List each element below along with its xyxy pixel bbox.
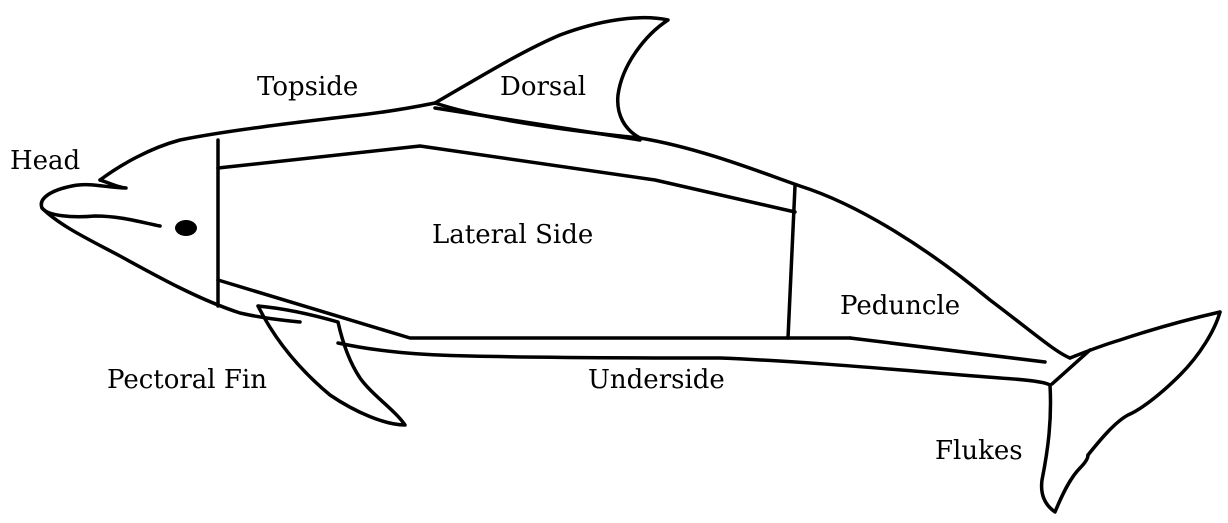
dorsal-label: Dorsal: [500, 74, 586, 100]
pectoral-fin-label: Pectoral Fin: [107, 367, 267, 393]
upper-fluke-outline: [1088, 312, 1220, 455]
dorsal-base-divider-line: [435, 108, 640, 140]
underside-label: Underside: [588, 367, 725, 393]
peduncle-divider-line: [788, 186, 795, 338]
peduncle-label: Peduncle: [840, 293, 960, 319]
lower-fluke-outline: [1042, 385, 1088, 512]
head-outline: [41, 180, 160, 226]
lateral-bottom-divider-line: [218, 280, 850, 338]
peduncle-outline: [1070, 312, 1220, 358]
flukes-label: Flukes: [935, 438, 1023, 464]
eye-icon: [175, 220, 197, 236]
topside-label: Topside: [257, 74, 358, 100]
pectoral-fin-outline: [258, 306, 405, 425]
flukes-divider-line: [1052, 350, 1090, 384]
lateral-side-label: Lateral Side: [432, 222, 593, 248]
head-label: Head: [10, 148, 80, 174]
underside-peduncle-divider-line: [850, 338, 1045, 362]
